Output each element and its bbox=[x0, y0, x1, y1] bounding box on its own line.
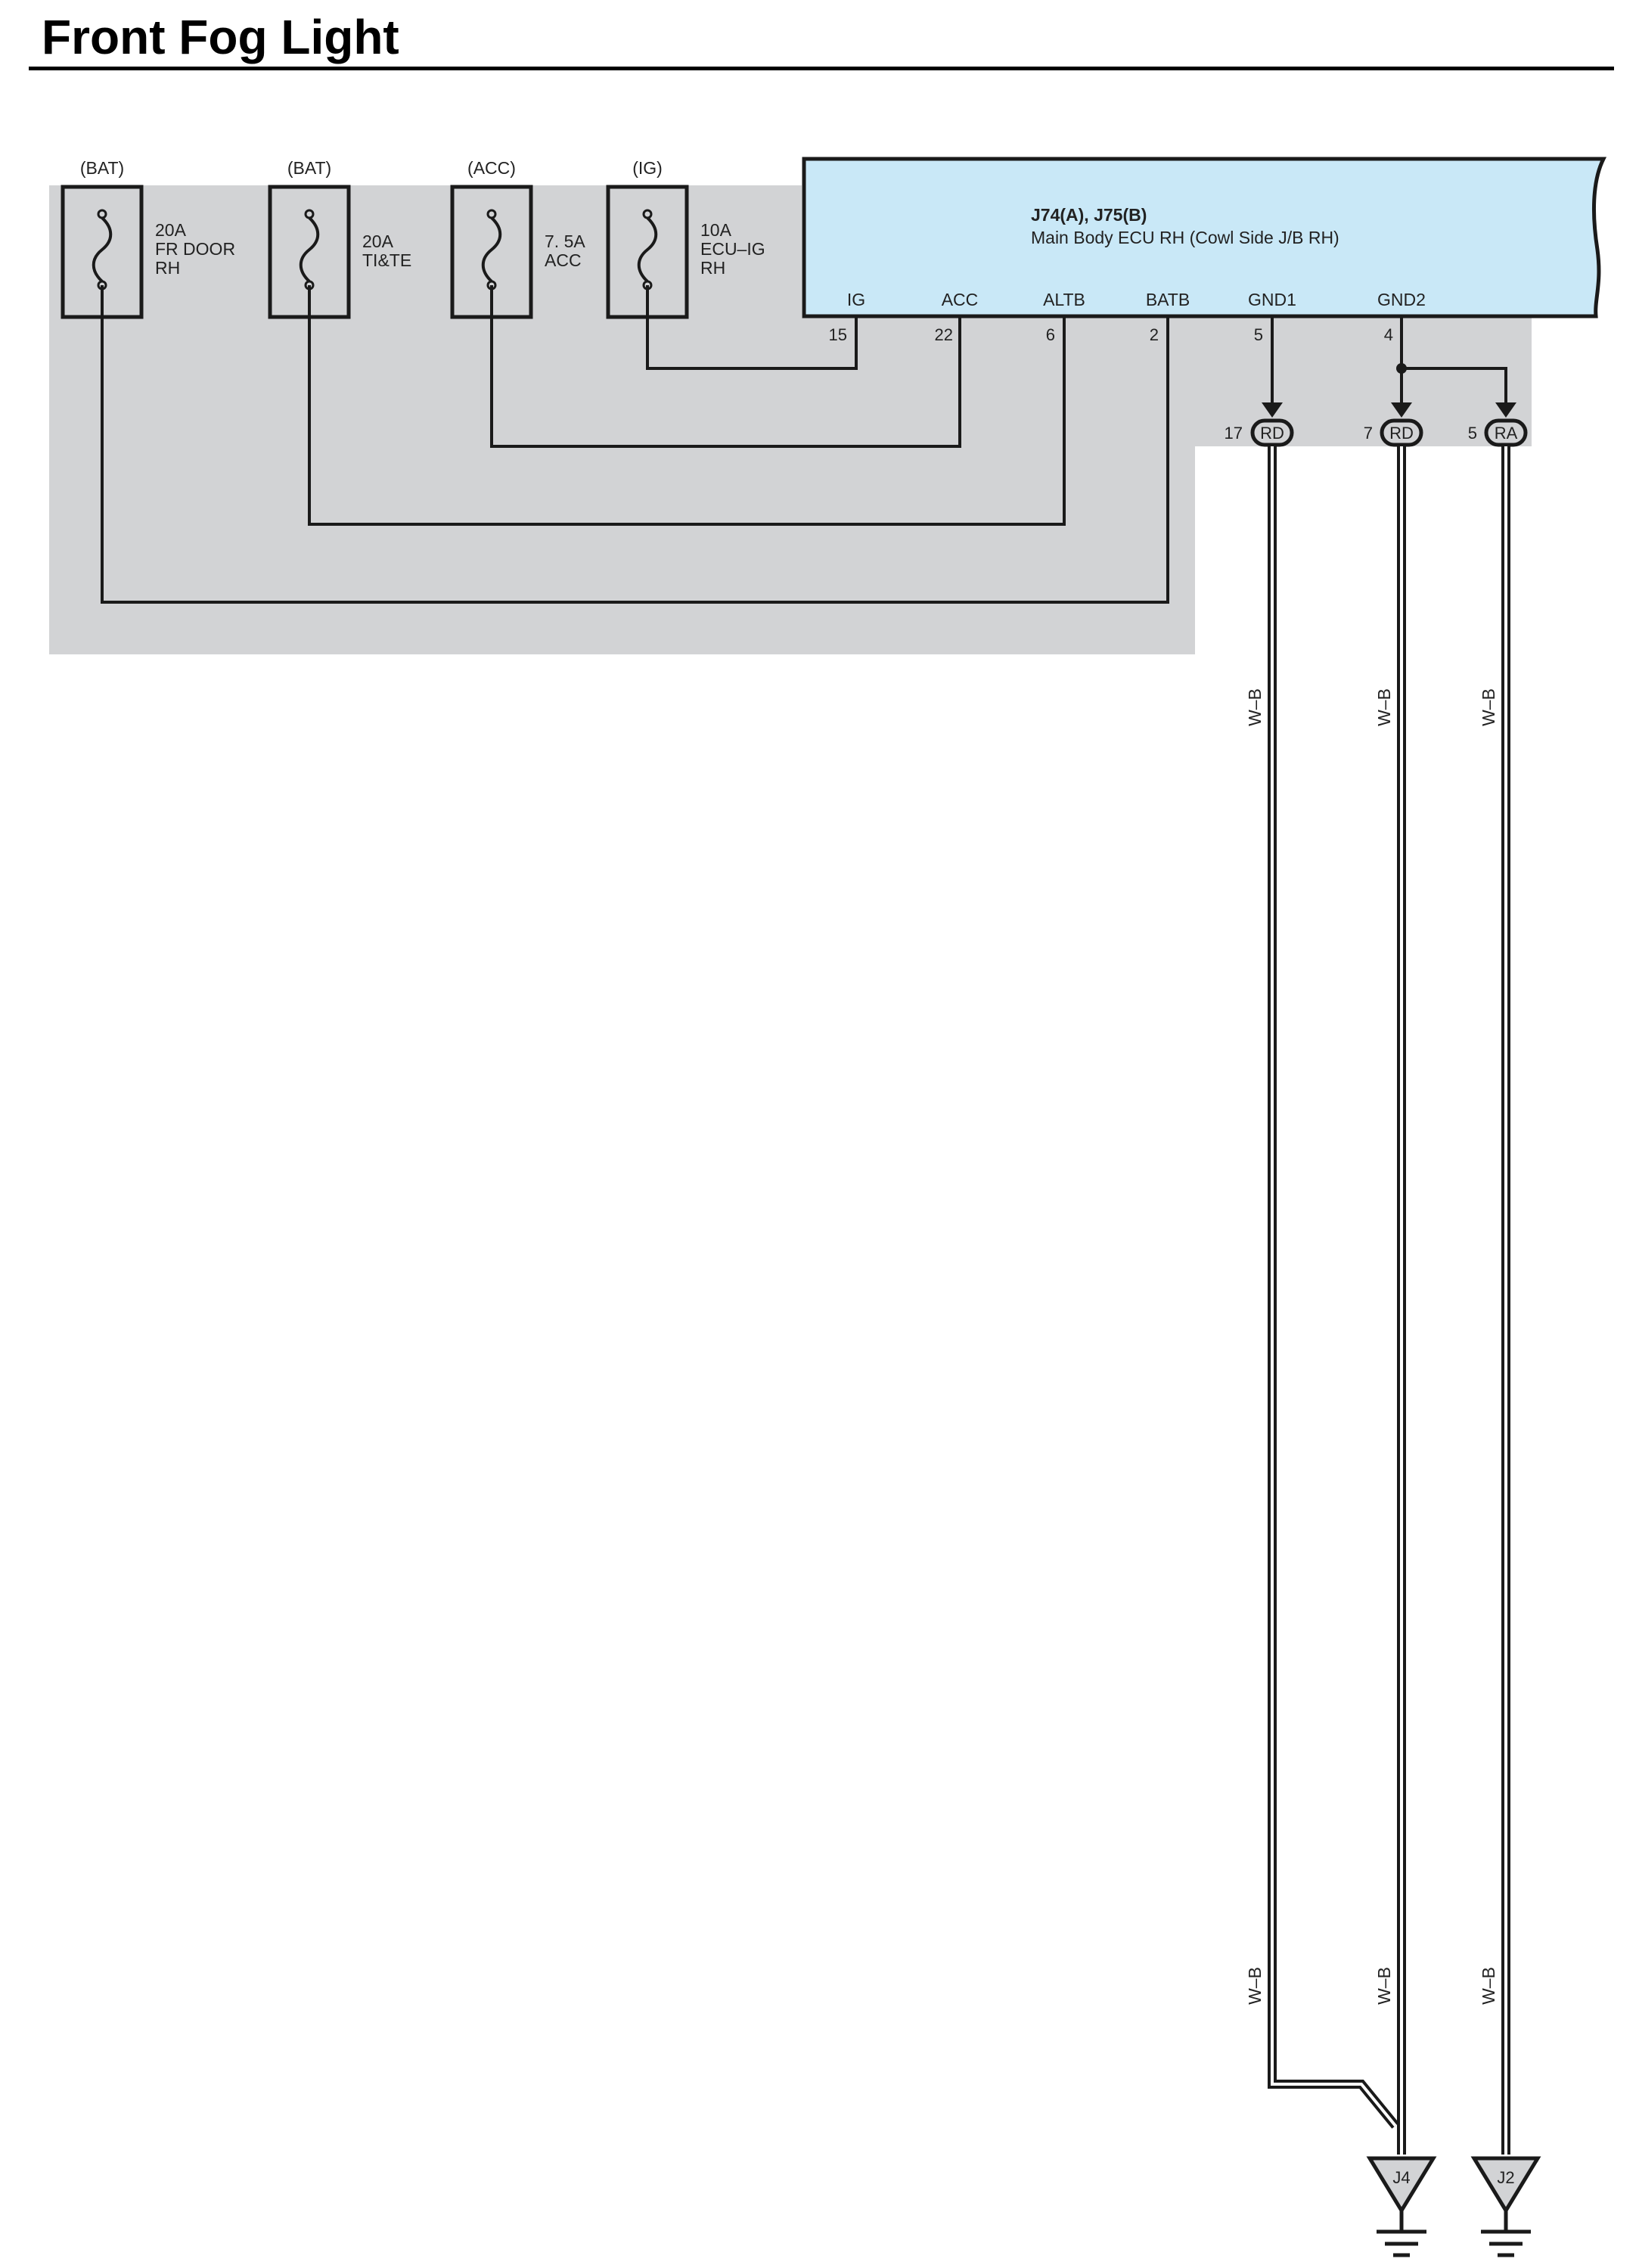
ecu-name-label: Main Body ECU RH (Cowl Side J/B RH) bbox=[1031, 228, 1339, 247]
wire-batb bbox=[101, 285, 1169, 604]
arrow-down-icon bbox=[1391, 402, 1412, 418]
ground-icon bbox=[1470, 2156, 1541, 2257]
terminal-batb-label: BATB bbox=[1146, 290, 1190, 309]
wire-color-label: W–B bbox=[1374, 688, 1394, 726]
fuse-4-name-line-1: ECU–IG bbox=[700, 239, 765, 259]
connector-3-code: RA bbox=[1495, 424, 1518, 443]
fuse-4-icon bbox=[637, 209, 658, 290]
pin-5: 5 bbox=[1254, 325, 1263, 344]
fuse-2-name-line-1: TI&TE bbox=[362, 250, 411, 270]
ground-wire-1-core bbox=[1271, 446, 1397, 2127]
fuse-4-rating: 10A bbox=[700, 220, 732, 240]
wire-gnd2-branch bbox=[1402, 367, 1507, 405]
shaded-region bbox=[49, 185, 1532, 654]
wire-acc bbox=[490, 285, 961, 448]
fuse-3-rating: 7. 5A bbox=[545, 231, 585, 251]
connector-1-code: RD bbox=[1260, 424, 1284, 443]
terminal-gnd2-label: GND2 bbox=[1377, 290, 1426, 309]
terminal-gnd1-label: GND1 bbox=[1248, 290, 1296, 309]
pin-6: 6 bbox=[1046, 325, 1055, 344]
connector-3-pill bbox=[1484, 418, 1528, 447]
wire-altb bbox=[308, 285, 1066, 526]
wire-color-label: W–B bbox=[1245, 688, 1265, 726]
pin-2: 2 bbox=[1150, 325, 1159, 344]
pin-4: 4 bbox=[1384, 325, 1393, 344]
connector-2-pin: 7 bbox=[1364, 424, 1373, 443]
fuse-2-icon bbox=[299, 209, 320, 290]
connector-2-pill bbox=[1380, 418, 1423, 447]
fuse-4-source: (IG) bbox=[632, 158, 663, 178]
fuse-1-name-line-2: RH bbox=[155, 258, 180, 278]
wire-ig bbox=[646, 285, 858, 370]
connector-1-pill bbox=[1250, 418, 1294, 447]
page-title: Front Fog Light bbox=[42, 10, 399, 64]
arrow-down-icon bbox=[1495, 402, 1516, 418]
ground-j2-label: J2 bbox=[1497, 2168, 1514, 2187]
ecu-box bbox=[802, 157, 1607, 318]
ecu-connector-label: J74(A), J75(B) bbox=[1031, 205, 1147, 225]
terminal-ig-label: IG bbox=[847, 290, 865, 309]
terminal-acc-label: ACC bbox=[942, 290, 979, 309]
fuse-2-rating: 20A bbox=[362, 231, 394, 251]
fuse-2-source: (BAT) bbox=[287, 158, 331, 178]
connector-3-pin: 5 bbox=[1468, 424, 1477, 443]
pin-22: 22 bbox=[935, 325, 953, 344]
fuse-1-rating: 20A bbox=[155, 220, 187, 240]
fuse-3-icon bbox=[481, 209, 502, 290]
pin-15: 15 bbox=[829, 325, 847, 344]
splice-point bbox=[1396, 363, 1407, 374]
ground-icon bbox=[1366, 2156, 1437, 2257]
wire-color-label: W–B bbox=[1374, 1967, 1394, 2005]
fuse-3-source: (ACC) bbox=[467, 158, 516, 178]
fuse-3-name-line-1: ACC bbox=[545, 250, 582, 270]
fuse-1-name-line-1: FR DOOR bbox=[155, 239, 235, 259]
wire-color-label: W–B bbox=[1479, 688, 1498, 726]
wire-color-label: W–B bbox=[1479, 1967, 1498, 2005]
arrow-down-icon bbox=[1262, 402, 1283, 418]
ground-j4-label: J4 bbox=[1392, 2168, 1410, 2187]
connector-1-pin: 17 bbox=[1225, 424, 1243, 443]
title-rule bbox=[29, 67, 1614, 70]
terminal-altb-label: ALTB bbox=[1043, 290, 1085, 309]
fuse-1-source: (BAT) bbox=[80, 158, 124, 178]
fuse-4-name-line-2: RH bbox=[700, 258, 725, 278]
connector-2-code: RD bbox=[1389, 424, 1414, 443]
wire-color-label: W–B bbox=[1245, 1967, 1265, 2005]
